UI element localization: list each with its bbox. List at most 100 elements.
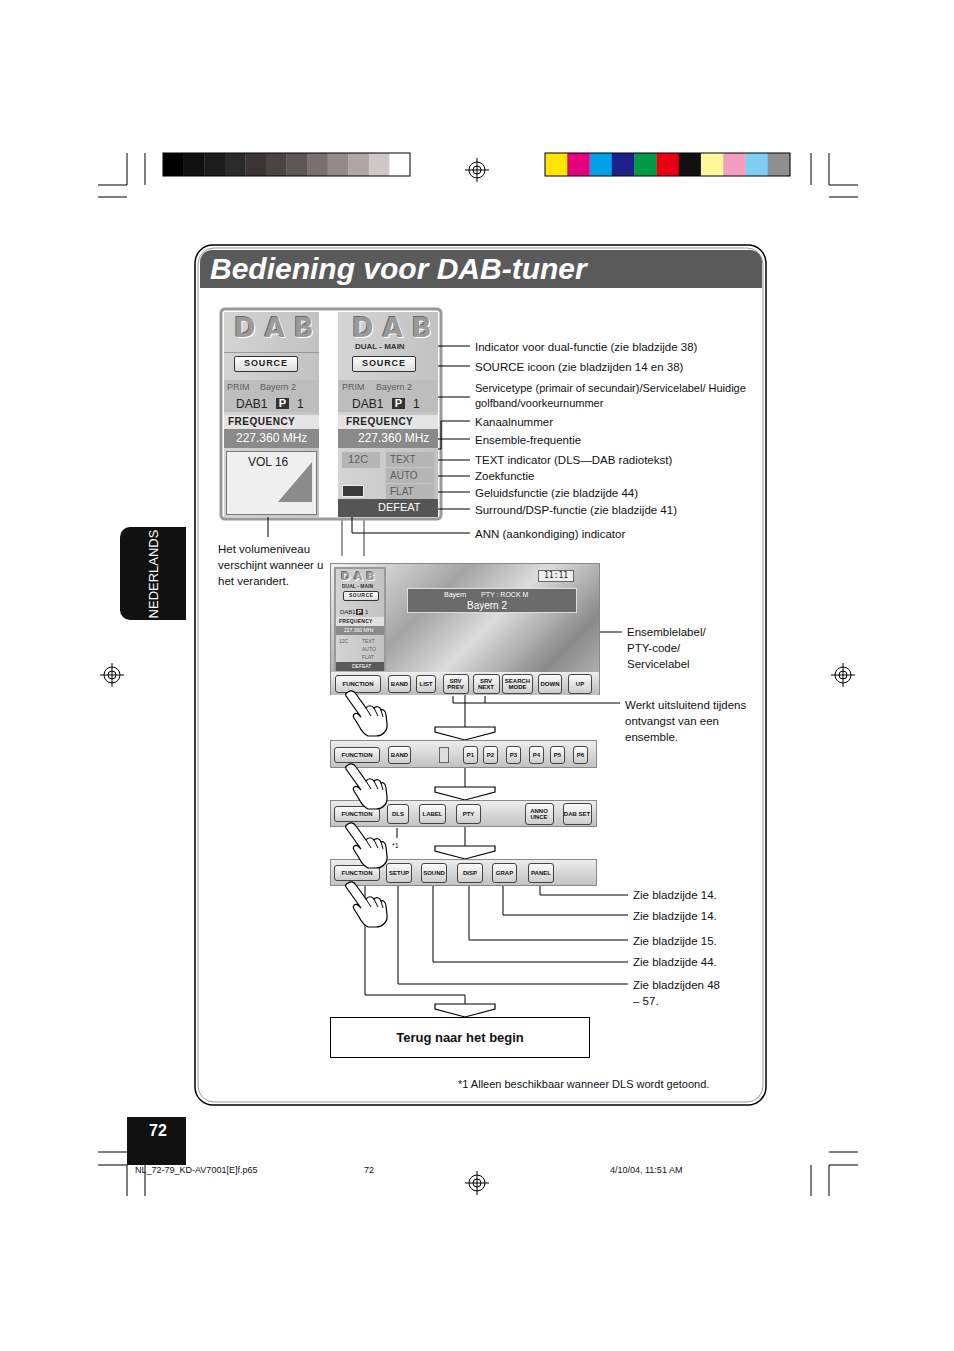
- button: UP: [568, 674, 592, 694]
- panel-outline: [221, 309, 441, 519]
- panel-strip: [439, 747, 449, 763]
- color-patch: [656, 153, 679, 176]
- callout-text: Kanaalnummer: [475, 414, 675, 430]
- color-patch: [590, 153, 613, 176]
- callout-text: Zie bladzijde 44.: [633, 954, 753, 970]
- flow-arrow: [435, 827, 495, 859]
- button: SEARCH MODE: [502, 674, 533, 694]
- crop-marks: [98, 153, 858, 1196]
- flow-arrow: [435, 695, 495, 740]
- button: DLS: [387, 804, 409, 824]
- callout-text: Zie bladzijden 48 – 57.: [633, 977, 728, 1009]
- node-text: UP: [576, 681, 584, 687]
- gray-patch: [389, 153, 410, 176]
- pointing-hand: [346, 764, 388, 809]
- function-bar: FUNCTION DLS LABEL PTY ANNO UNCE DAB SET: [330, 800, 597, 827]
- button: BAND: [388, 675, 411, 693]
- callout-text: SOURCE icoon (zie bladzijden 14 en 38): [475, 359, 760, 375]
- callout-text: Werkt uitsluitend tijdens ontvangst van …: [625, 697, 755, 745]
- node-text: DAB SET: [564, 811, 590, 817]
- node-text: Terug naar het begin: [396, 1030, 524, 1045]
- screen-display: 11:11BayernPTY : ROCK MBayern 2D A BDUAL…: [330, 563, 600, 695]
- button: SRV NEXT: [473, 674, 500, 694]
- display-text: 227.360 MHz: [236, 432, 307, 444]
- footnote-mark: *1: [392, 841, 404, 850]
- node-text: P2: [487, 752, 494, 758]
- page-frame: [195, 245, 766, 1105]
- color-patch: [723, 153, 746, 176]
- display-text: 1: [413, 398, 420, 410]
- callout-text: Ensemblelabel/ PTY-code/ Servicelabel: [627, 624, 722, 672]
- arrow-shaft: [365, 886, 465, 1004]
- function-bar: FUNCTIONSETUPSOUNDDISPGRAPPANEL: [330, 859, 597, 886]
- arrow-head: [435, 787, 495, 800]
- button: SRV PREV: [443, 674, 469, 694]
- color-patch: [567, 153, 590, 176]
- color-patch: [545, 153, 568, 176]
- display-text: SOURCE: [234, 356, 298, 372]
- display-text: SOURCE: [343, 591, 379, 601]
- node-text: BAND: [391, 681, 408, 687]
- page-title: Bediening voor DAB-tuner: [210, 252, 587, 286]
- color-bar-outline: [545, 153, 790, 176]
- callout-text: Het volumeniveau verschijnt wanneer u he…: [218, 541, 334, 589]
- color-patch: [634, 153, 657, 176]
- panel-strip: [224, 352, 319, 353]
- node-text: ANNO UNCE: [526, 808, 553, 821]
- node-text: SRV NEXT: [474, 678, 499, 691]
- display-text: DUAL - MAIN: [342, 584, 373, 589]
- button: DAB SET: [563, 803, 592, 825]
- gray-patch: [184, 153, 205, 176]
- display-text: P: [356, 609, 363, 615]
- panel-strip: [342, 485, 364, 497]
- arrow-head: [435, 1004, 495, 1017]
- button: ANNO UNCE: [525, 803, 554, 825]
- gray-patch: [245, 153, 266, 176]
- display-text: FLAT: [390, 487, 414, 497]
- callout-text: TEXT indicator (DLS—DAB radiotekst): [475, 452, 760, 468]
- display-text: DAB1: [236, 398, 267, 410]
- display-text: P: [276, 398, 289, 409]
- zoom-lines: [342, 519, 364, 556]
- button: SETUP: [386, 863, 412, 883]
- node-text: PANEL: [531, 870, 551, 876]
- registration-marks: [100, 158, 855, 1195]
- arrow-shaft: [465, 768, 466, 787]
- page-frame-inner: [198, 248, 763, 1102]
- display-text: FREQUENCY: [346, 417, 413, 427]
- callout-text: Ensemble-frequentie: [475, 432, 675, 448]
- print-slug: NL_72-79_KD-AV7001[E]f.p65: [135, 1164, 335, 1176]
- display-text: PTY : ROCK M: [481, 591, 528, 598]
- display-text: PRIM: [342, 383, 365, 392]
- button: LABEL: [419, 804, 446, 824]
- display-text: Bayern 2: [260, 383, 296, 392]
- node-text: DLS: [392, 811, 404, 817]
- color-patch: [679, 153, 702, 176]
- button: BAND: [388, 746, 411, 764]
- gray-patch: [328, 153, 349, 176]
- color-patch: [701, 153, 724, 176]
- display-panel: D A BDUAL - MAINSOURCEPRIMBayern 2DAB1P1…: [338, 312, 438, 517]
- display-text: Bayern 2: [376, 383, 412, 392]
- arrow-shaft: [465, 827, 466, 846]
- flow-arrow: [435, 768, 495, 800]
- callout-text: Servicetype (primair of secundair)/Servi…: [475, 381, 765, 411]
- node-text: LIST: [420, 681, 433, 687]
- pointing-hand: [346, 823, 388, 868]
- display-text: 1: [297, 398, 304, 410]
- button: P6: [573, 746, 588, 764]
- node-text: DOWN: [541, 681, 560, 687]
- gray-patch: [307, 153, 328, 176]
- button: PTY: [456, 804, 481, 824]
- display-text: D A B: [352, 315, 432, 341]
- node-text: FUNCTION: [342, 811, 373, 817]
- node-text: P6: [577, 752, 584, 758]
- color-patch: [745, 153, 768, 176]
- gray-patch: [204, 153, 225, 176]
- gray-bar-outline: [163, 153, 410, 176]
- button: PANEL: [528, 863, 554, 883]
- display-text: FREQUENCY: [339, 619, 373, 624]
- language-tab: NEDERLANDS: [120, 527, 186, 620]
- function-bar: FUNCTIONBANDP1P2P3P4P5P6: [330, 740, 597, 768]
- node-text: SRV PREV: [444, 678, 468, 691]
